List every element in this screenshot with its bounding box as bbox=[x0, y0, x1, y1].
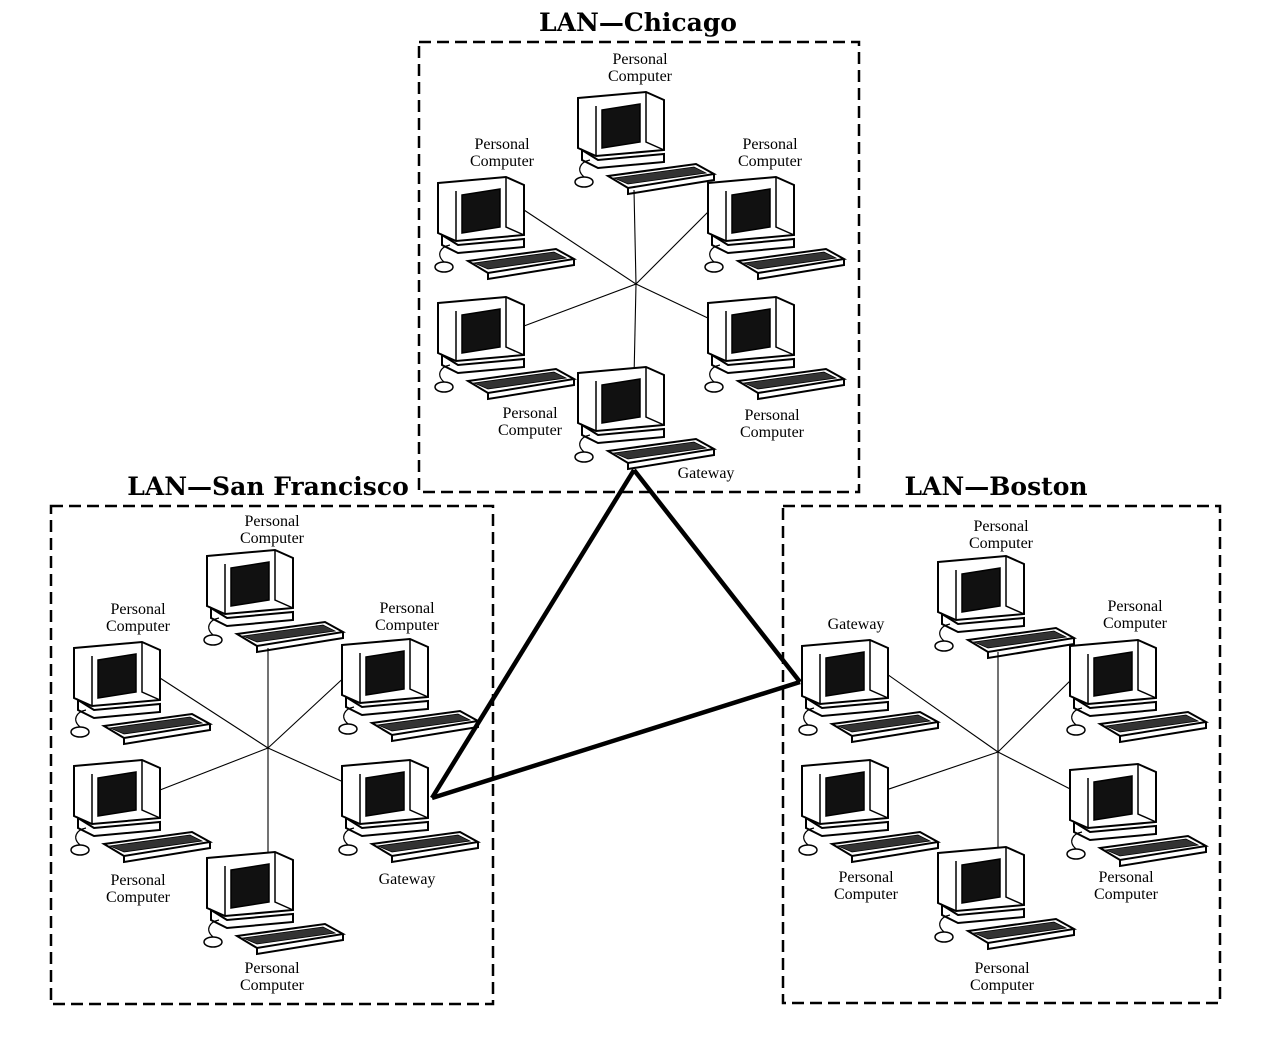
node-label-line: Computer bbox=[106, 889, 171, 906]
node-label-line: Gateway bbox=[828, 616, 885, 633]
star-link bbox=[997, 751, 1077, 793]
lan-boston-title: LAN—Boston bbox=[904, 472, 1087, 501]
star-link bbox=[159, 677, 269, 749]
node-label-line: Personal bbox=[1098, 869, 1154, 886]
wan-links bbox=[430, 468, 802, 801]
personal-computer-icon bbox=[704, 295, 848, 401]
node-label-line: Computer bbox=[738, 153, 803, 170]
node-label-line: Computer bbox=[1094, 886, 1159, 903]
node-label-line: Personal bbox=[502, 405, 558, 422]
node-label-line: Personal bbox=[974, 960, 1030, 977]
node-label-line: Personal bbox=[1107, 598, 1163, 615]
star-link bbox=[523, 209, 637, 285]
gateway-label: Gateway bbox=[678, 465, 735, 482]
node-label-line: Computer bbox=[470, 153, 535, 170]
node-label-line: Computer bbox=[498, 422, 563, 439]
node-label-line: Computer bbox=[1103, 615, 1168, 632]
personal-computer-icon bbox=[70, 640, 214, 746]
lan-san-francisco-boundary bbox=[49, 504, 495, 1006]
personal-computer-icon bbox=[434, 295, 578, 401]
gateway-computer-icon bbox=[574, 365, 718, 471]
lan-boston-boundary bbox=[781, 504, 1222, 1005]
lan-san-francisco-title: LAN—San Francisco bbox=[127, 472, 409, 501]
gateway-computer-icon bbox=[798, 638, 942, 744]
star-link bbox=[159, 747, 269, 791]
node-label-line: Personal bbox=[612, 51, 668, 68]
personal-computer-icon bbox=[203, 850, 347, 956]
personal-computer-icon bbox=[934, 554, 1078, 660]
node-label-line: Computer bbox=[106, 618, 171, 635]
wan-link-chicago-boston bbox=[632, 468, 802, 684]
node-label-line: Personal bbox=[110, 872, 166, 889]
node-label-line: Gateway bbox=[678, 465, 735, 482]
star-link bbox=[635, 205, 715, 285]
gateway-label: Gateway bbox=[379, 871, 436, 888]
node-label-line: Computer bbox=[240, 977, 305, 994]
node-label-line: Personal bbox=[110, 601, 166, 618]
node-label-line: Personal bbox=[244, 513, 300, 530]
star-link bbox=[885, 751, 999, 791]
star-link bbox=[883, 671, 999, 753]
node-label-line: Computer bbox=[740, 424, 805, 441]
node-label-line: Personal bbox=[474, 136, 530, 153]
star-link bbox=[635, 283, 713, 321]
personal-computer-icon bbox=[203, 548, 347, 654]
wan-link-san-francisco-boston bbox=[431, 679, 801, 801]
personal-computer-icon bbox=[704, 175, 848, 281]
lan-chicago-title: LAN—Chicago bbox=[539, 8, 737, 37]
star-link bbox=[267, 671, 351, 749]
personal-computer-icon bbox=[574, 90, 718, 196]
node-label-line: Computer bbox=[834, 886, 899, 903]
personal-computer-icon bbox=[338, 637, 482, 743]
node-label-line: Personal bbox=[973, 518, 1029, 535]
star-link bbox=[523, 283, 637, 327]
node-label-line: Computer bbox=[375, 617, 440, 634]
personal-computer-icon bbox=[434, 175, 578, 281]
personal-computer-icon bbox=[70, 758, 214, 864]
node-label-line: Personal bbox=[379, 600, 435, 617]
node-label-line: Personal bbox=[744, 407, 800, 424]
gateway-label: Gateway bbox=[828, 616, 885, 633]
node-label-line: Computer bbox=[969, 535, 1034, 552]
star-link bbox=[267, 747, 351, 786]
gateway-computer-icon bbox=[338, 758, 482, 864]
node-label-line: Computer bbox=[240, 530, 305, 547]
node-label-line: Personal bbox=[742, 136, 798, 153]
star-link bbox=[997, 674, 1077, 753]
node-label-line: Computer bbox=[970, 977, 1035, 994]
node-label-line: Gateway bbox=[379, 871, 436, 888]
lan-chicago-boundary bbox=[417, 40, 861, 494]
star-link bbox=[633, 189, 637, 285]
personal-computer-icon bbox=[1066, 762, 1210, 868]
personal-computer-icon bbox=[1066, 638, 1210, 744]
node-label-line: Personal bbox=[244, 960, 300, 977]
personal-computer-icon bbox=[798, 758, 942, 864]
node-label-line: Personal bbox=[838, 869, 894, 886]
wan-link-chicago-san-francisco bbox=[430, 468, 636, 800]
personal-computer-icon bbox=[934, 845, 1078, 951]
star-link bbox=[633, 283, 637, 379]
node-label-line: Computer bbox=[608, 68, 673, 85]
